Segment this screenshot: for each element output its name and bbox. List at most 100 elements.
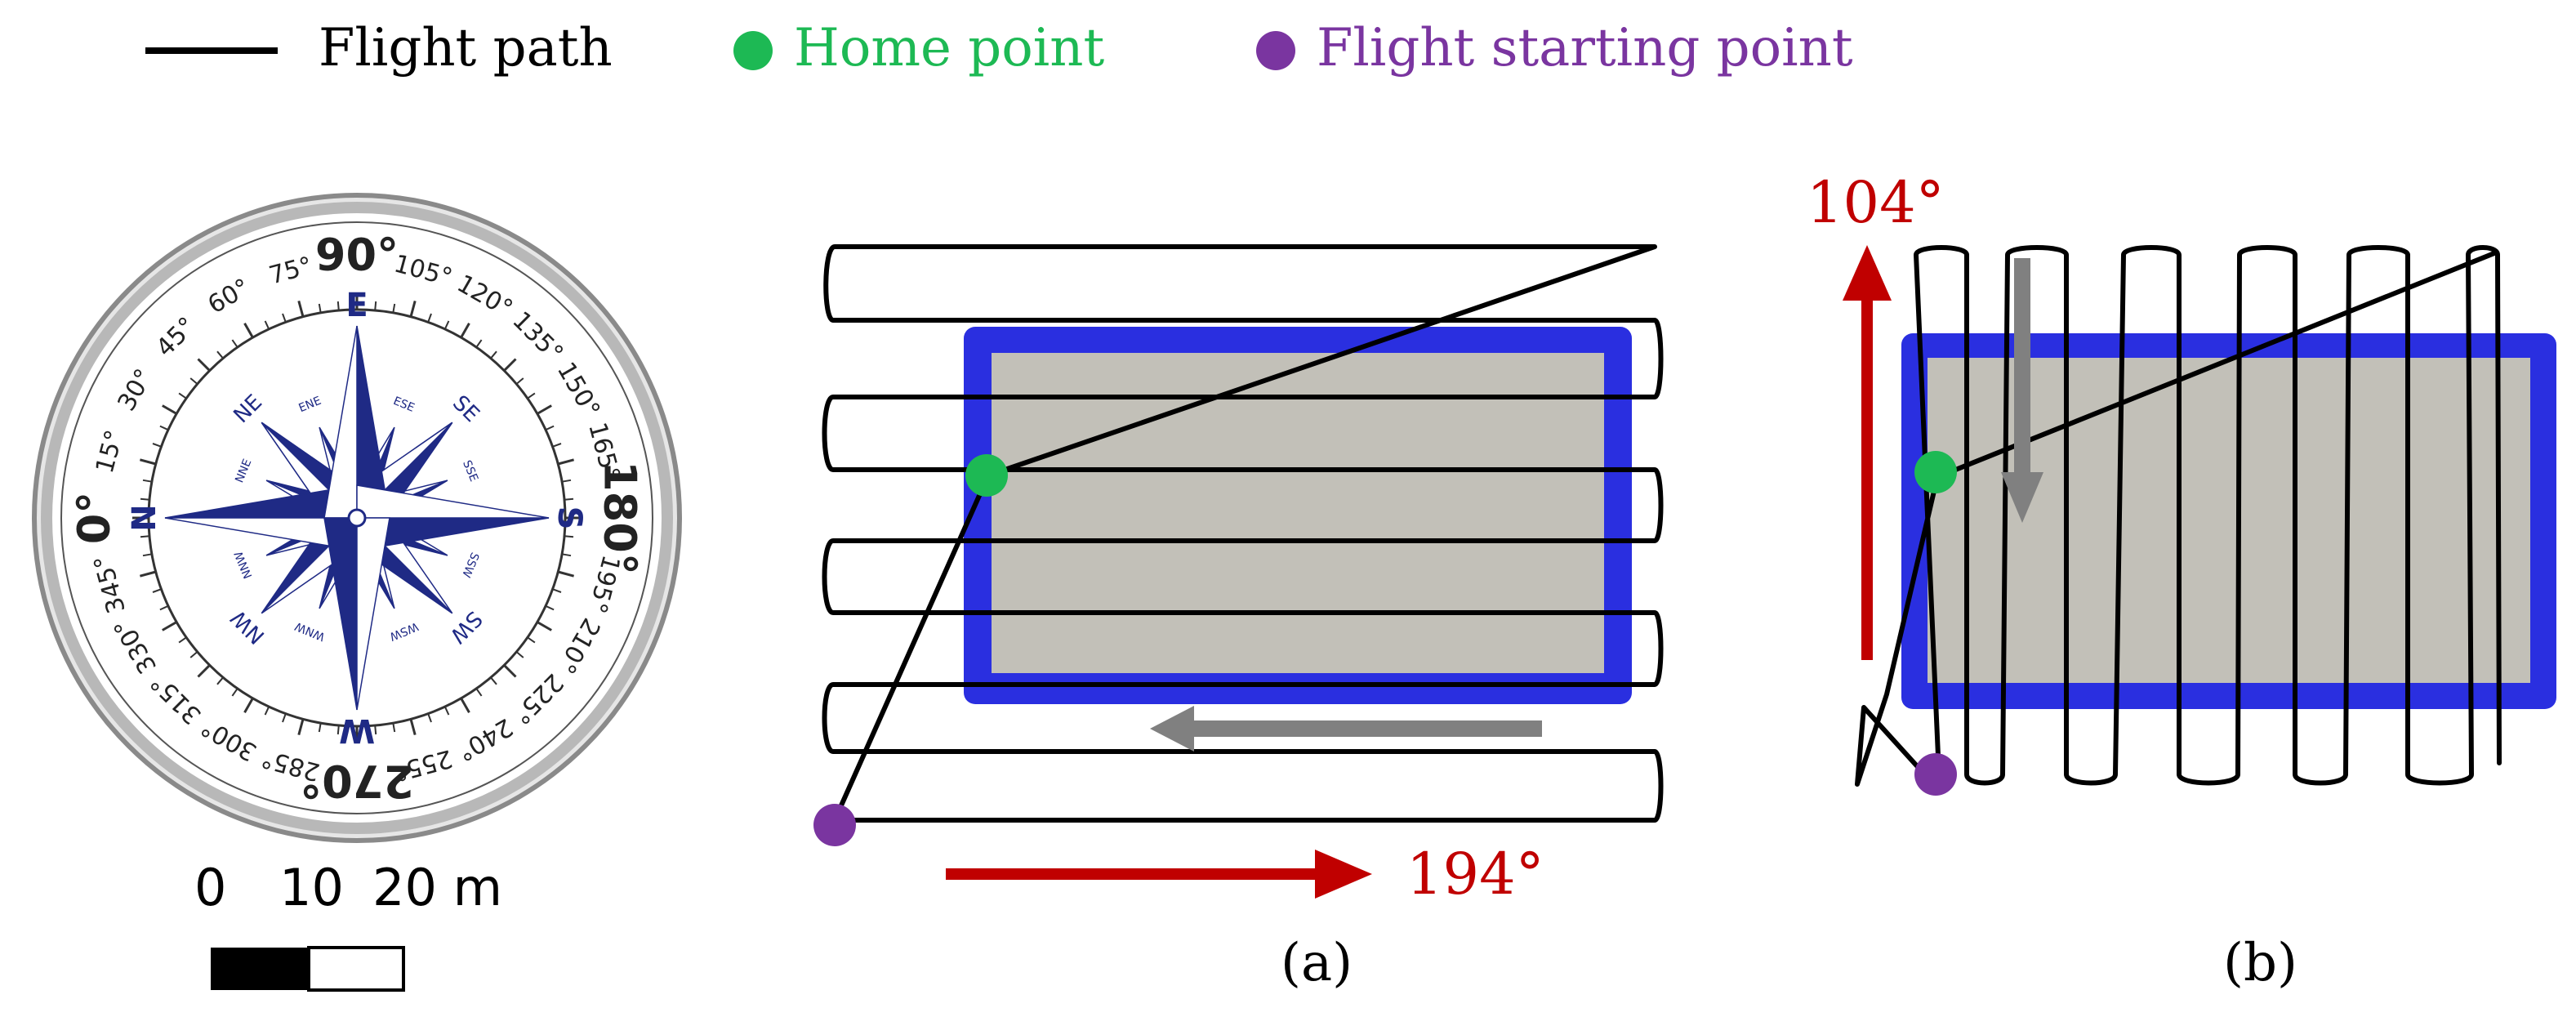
compass-point-label: S [550, 506, 588, 530]
compass-tick [231, 339, 238, 348]
compass-tick [264, 320, 270, 330]
compass-tick [189, 651, 198, 658]
compass-tick [162, 404, 177, 415]
scale-bar-white-segment [307, 946, 405, 992]
compass-tick [552, 443, 562, 448]
compass-tick [162, 621, 177, 631]
compass-tick [515, 651, 524, 658]
panel-b-home-point [1914, 451, 1957, 493]
compass-tick [557, 570, 574, 578]
compass-rose: 0°15°30°45°60°75°90°105°120°135°150°165°… [32, 193, 682, 843]
panel-b-direction-arrow-head [2001, 472, 2043, 523]
compass-tick [427, 313, 432, 323]
compass-tick [392, 303, 396, 314]
compass-tick [140, 535, 150, 538]
compass-tick [159, 425, 169, 431]
compass-tick [152, 443, 162, 448]
compass-tick [409, 301, 417, 318]
compass-tick [282, 713, 287, 723]
panel-a-heading-arrow-head [1315, 850, 1372, 899]
compass-tick [140, 570, 157, 578]
panel-a-home-point [965, 454, 1008, 497]
compass-tick [216, 676, 224, 685]
compass-tick [564, 535, 574, 538]
scale-bar-tick-10: 10 [279, 858, 344, 917]
compass-tick [336, 301, 340, 311]
compass-tick [159, 604, 169, 611]
compass-tick [443, 320, 450, 330]
compass-tick [216, 350, 224, 359]
compass-tick [231, 688, 238, 697]
compass-tick [140, 497, 150, 501]
compass-tick-marks [132, 293, 582, 743]
compass-tick [178, 636, 187, 644]
compass-tick [142, 553, 153, 557]
compass-tick [297, 718, 305, 735]
scale-bar-black-segment [211, 948, 309, 990]
compass-star-center [347, 508, 367, 528]
compass-degree-labels: 0°15°30°45°60°75°90°105°120°135°150°165°… [69, 230, 646, 807]
compass-tick [515, 377, 524, 385]
compass-tick [561, 553, 572, 557]
compass-tick [545, 604, 555, 611]
legend-flight-path-label: Flight path [319, 18, 613, 78]
panel-a-caption: (a) [1281, 933, 1353, 993]
compass-star-spike-light [356, 484, 550, 519]
compass-tick [557, 458, 574, 466]
compass-tick [475, 688, 483, 697]
compass-tick [409, 718, 417, 735]
compass-tick [490, 350, 497, 359]
legend-home-point-label: Home point [794, 18, 1104, 78]
compass-tick [178, 392, 187, 399]
compass-star [164, 325, 550, 711]
panel-b-heading-label: 104° [1807, 169, 1945, 236]
panel-b-caption: (b) [2223, 933, 2297, 993]
compass-point-label: W [339, 712, 375, 749]
panel-a-start-point [813, 804, 856, 846]
legend-home-point-marker [733, 31, 773, 70]
compass-tick [189, 377, 198, 385]
compass-tick [336, 725, 340, 735]
panel-b: 104° (b) [1807, 169, 2556, 993]
compass-tick [545, 425, 555, 431]
panel-b-start-point [1914, 753, 1957, 796]
legend: Flight path Home point Flight starting p… [145, 18, 1853, 78]
compass-tick [427, 713, 432, 723]
scale-bar: 0 10 20 m [194, 858, 502, 992]
compass-tick [503, 358, 517, 372]
compass-tick [460, 698, 470, 713]
compass-point-label: E [345, 287, 368, 324]
compass-tick [140, 458, 157, 466]
compass-tick [374, 301, 377, 311]
compass-tick [475, 339, 483, 348]
compass-tick [264, 706, 270, 716]
compass-tick [152, 588, 162, 593]
compass-degree-label: 0° [69, 492, 120, 545]
compass-tick [318, 722, 322, 733]
legend-start-point-label: Flight starting point [1317, 18, 1853, 78]
compass-tick [318, 303, 322, 314]
compass-tick [537, 621, 552, 631]
compass-point-label: N [126, 504, 163, 531]
compass-tick [443, 706, 450, 716]
panel-a: 194° (a) [813, 244, 1664, 993]
compass-tick [490, 676, 497, 685]
compass-tick [527, 636, 536, 644]
legend-start-point-marker [1256, 31, 1295, 70]
panel-a-flight-path [822, 244, 1664, 823]
compass-tick [243, 323, 254, 338]
compass-tick [503, 664, 517, 678]
panel-a-direction-arrow-head [1150, 706, 1194, 752]
compass-tick [374, 725, 377, 735]
compass-tick [460, 323, 470, 338]
compass-tick [552, 588, 562, 593]
scale-bar-tick-0: 0 [194, 858, 226, 917]
scale-bar-tick-20: 20 m [372, 858, 502, 917]
panel-b-heading-arrow-head [1843, 245, 1892, 301]
compass-tick [564, 497, 574, 501]
compass-tick [537, 404, 552, 415]
compass-tick [282, 313, 287, 323]
compass-degree-label: 180° [594, 461, 645, 575]
compass-tick [197, 358, 211, 372]
